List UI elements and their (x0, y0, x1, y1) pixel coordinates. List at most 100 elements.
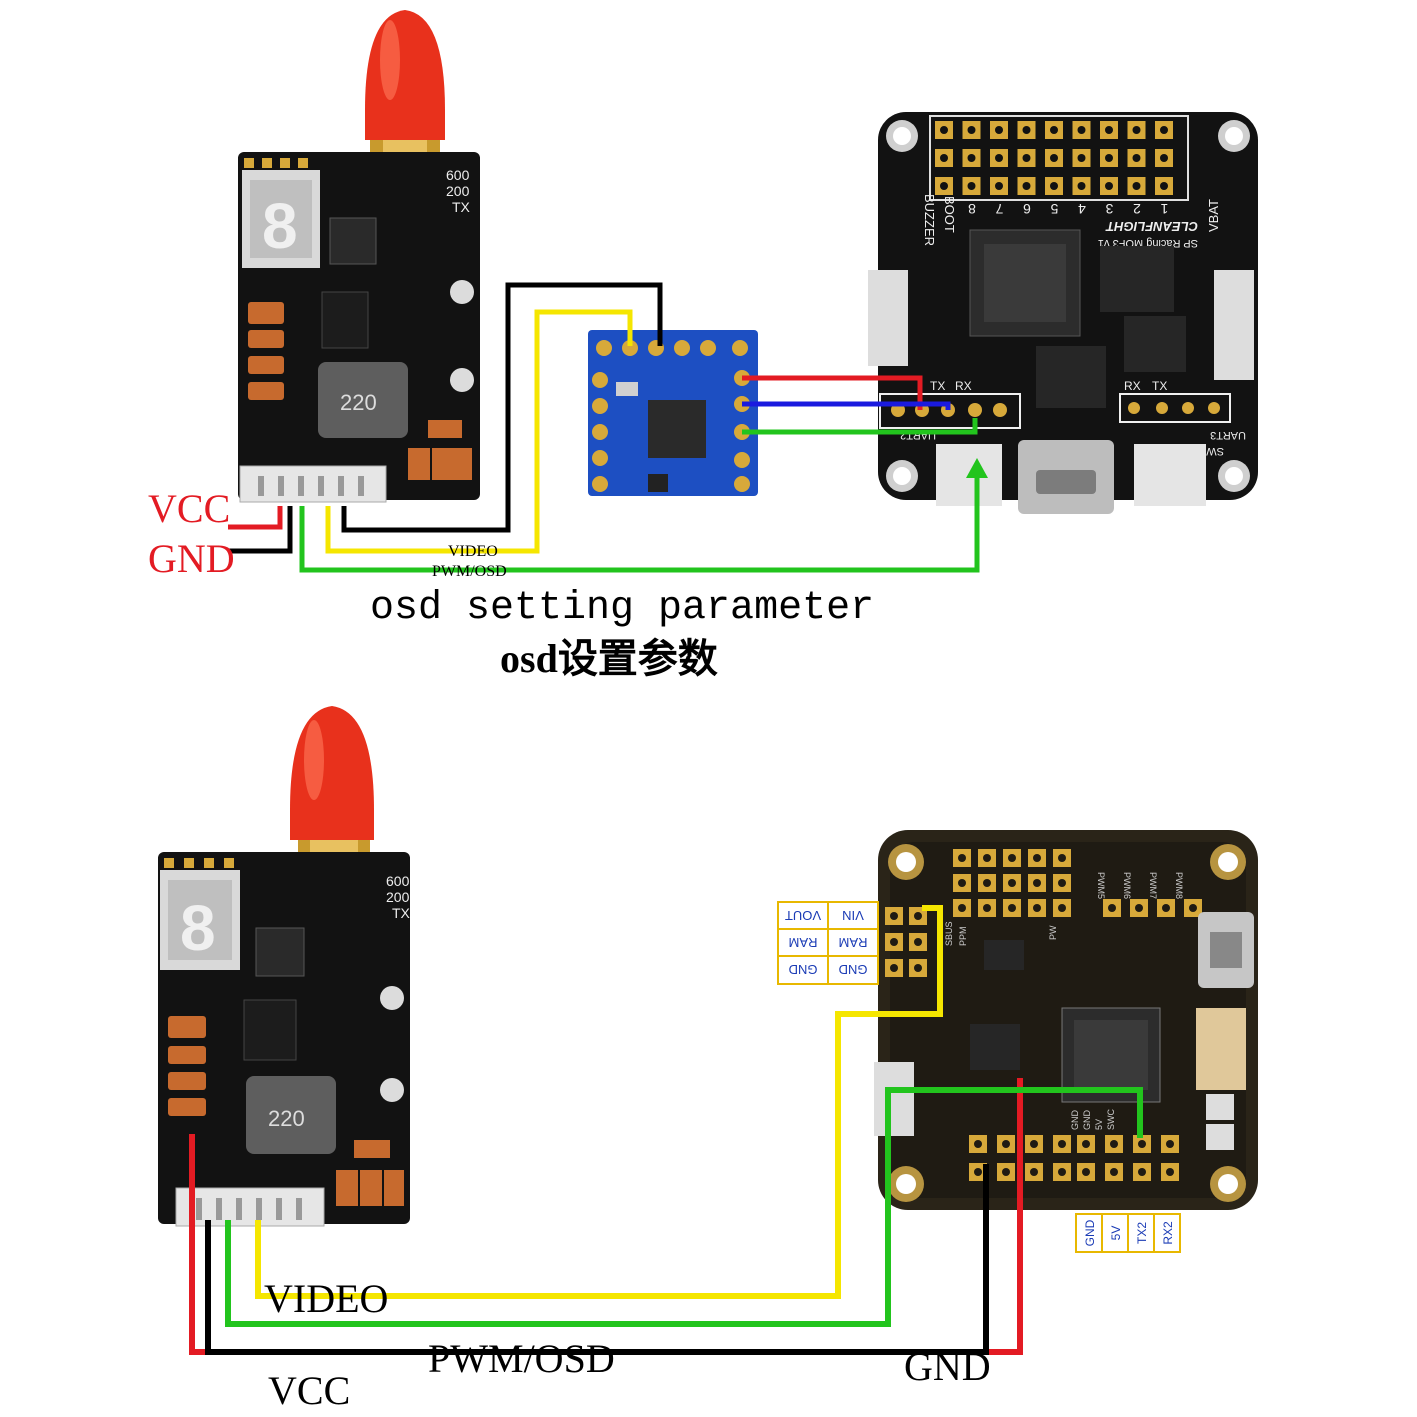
fc2-pad-hole (983, 854, 991, 862)
fc-header-pad-hole (940, 182, 948, 190)
fc2-bottom-table-cell: GND (1083, 1219, 1097, 1246)
fc-header-pad-hole (1132, 126, 1141, 134)
fc2-uart-gnd1: GND (1070, 1110, 1080, 1131)
fc2-pad-hole (1058, 854, 1066, 862)
bottom-vtx-freq-200: 200 (386, 889, 410, 905)
fc2-pad-hole (958, 879, 966, 887)
top-vtx-inductor-label: 220 (340, 390, 377, 415)
fc-header-pad-hole (940, 154, 948, 162)
bottom-vtx-inductor-label: 220 (268, 1106, 305, 1131)
fc2-pad-hole (914, 938, 922, 946)
title-chinese: osd设置参数 (500, 636, 718, 681)
fc2-pad-hole (1135, 904, 1143, 912)
fc2-uart-swc: SWC (1106, 1109, 1116, 1130)
fc2-pad-hole (890, 912, 898, 920)
top-pwm-arrow-icon (966, 458, 988, 478)
bottom-video-label: VIDEO (264, 1276, 388, 1321)
top-osd-black-wire (341, 282, 663, 533)
fc2-pad-hole (1162, 904, 1170, 912)
fc-header-pad-hole (940, 126, 948, 134)
bottom-flight-controller: PWM5 PWM6 PWM7 PWM8 SBUS PPM PW GND GND … (874, 830, 1258, 1210)
fc2-pad-hole (1033, 854, 1041, 862)
fc-header-pad-hole (995, 154, 1003, 162)
top-seven-segment-digit: 8 (262, 190, 298, 262)
top-vtx-freq-tx: TX (452, 199, 471, 215)
fc2-pad-hole (1082, 1168, 1090, 1176)
fc-pin-number: 5 (1050, 201, 1058, 217)
fc2-pad-hole (1008, 904, 1016, 912)
fc2-pad-hole (1138, 1168, 1146, 1176)
fc-vbat-label: VBAT (1206, 199, 1221, 232)
fc-header-pad-hole (967, 126, 976, 134)
fc-buzzer-label: BUZZER (922, 194, 937, 246)
fc2-pad-hole (1058, 879, 1066, 887)
fc2-ppm-label: PPM (958, 926, 968, 946)
fc2-pad-hole (890, 938, 898, 946)
fc-pin-number: 2 (1133, 201, 1141, 217)
fc2-pad-hole (1108, 904, 1116, 912)
fc2-pad-hole (1082, 1140, 1090, 1148)
fc-uart3-rx: RX (1124, 379, 1141, 393)
top-red-signal-wire (742, 375, 923, 410)
fc-header-pad-hole (1077, 126, 1086, 134)
fc2-pad-hole (1030, 1168, 1038, 1176)
fc2-pad-hole (1058, 1168, 1066, 1176)
fc-pin-number: 3 (1105, 201, 1113, 217)
fc2-pad-hole (1033, 879, 1041, 887)
fc-header-pad-hole (1022, 154, 1031, 162)
fc2-pad-hole (1008, 854, 1016, 862)
fc2-pad-hole (983, 879, 991, 887)
fc-pin-number: 1 (1160, 201, 1168, 217)
fc2-pad-hole (914, 912, 922, 920)
fc-header-pad-hole (1132, 154, 1141, 162)
top-green-signal-wire (742, 418, 978, 435)
bottom-vtx-board: 8 600 200 TX 220 (158, 852, 411, 1227)
fc2-pwm5-label: PWM5 (1096, 872, 1106, 899)
fc-header-pad-hole (1050, 126, 1058, 134)
fc-header-pad-hole (1022, 182, 1031, 190)
bottom-gnd-wire (205, 1164, 989, 1355)
top-video-label: VIDEO (448, 543, 498, 560)
bottom-pwm-osd-label: PWM/OSD (428, 1336, 615, 1381)
fc-header-pad-hole (1105, 126, 1113, 134)
fc-header-pad-hole (1077, 182, 1086, 190)
fc2-pad-hole (890, 964, 898, 972)
fc2-left-table-cell: GND (789, 962, 818, 977)
fc-header-pad-hole (1050, 154, 1058, 162)
fc-boot-label: BOOT (942, 196, 957, 233)
fc2-uart-gnd2: GND (1082, 1110, 1092, 1131)
top-blue-signal-wire (742, 401, 951, 410)
fc2-pad-hole (1189, 904, 1197, 912)
top-vcc-label: VCC (148, 486, 230, 531)
fc-header-pad-hole (1160, 182, 1168, 190)
fc2-pad-hole (1110, 1140, 1118, 1148)
fc2-pad-hole (1166, 1168, 1174, 1176)
fc-uart2-tx: TX (930, 379, 945, 393)
fc-pin-number: 7 (995, 201, 1003, 217)
bottom-vtx-freq-600: 600 (386, 873, 410, 889)
fc-header-pad-hole (1105, 154, 1113, 162)
fc2-pad-hole (958, 904, 966, 912)
fc-uart2-rx: RX (955, 379, 972, 393)
bottom-pwm-wire (225, 1087, 1143, 1327)
fc-pin-number: 8 (968, 201, 976, 217)
fc-header-pad-hole (1022, 126, 1031, 134)
top-gnd-label: GND (148, 536, 235, 581)
fc2-sbus-label: SBUS (944, 921, 954, 946)
fc-uart3-tx: TX (1152, 379, 1167, 393)
fc2-pwm8-label: PWM8 (1174, 872, 1184, 899)
bottom-vtx-freq-tx: TX (392, 905, 411, 921)
fc2-pad-hole (958, 854, 966, 862)
bottom-video-wire (255, 905, 943, 1299)
bottom-seven-segment-digit: 8 (180, 892, 216, 964)
fc2-pad-hole (914, 964, 922, 972)
fc-header-pad-hole (1132, 182, 1141, 190)
bottom-wires (189, 905, 1143, 1355)
fc2-pad-hole (1002, 1140, 1010, 1148)
fc2-bottom-table-cell: 5V (1109, 1226, 1123, 1241)
fc2-pad-hole (974, 1140, 982, 1148)
top-vcc-wire (228, 506, 283, 530)
fc2-pw-label: PW (1048, 925, 1058, 940)
